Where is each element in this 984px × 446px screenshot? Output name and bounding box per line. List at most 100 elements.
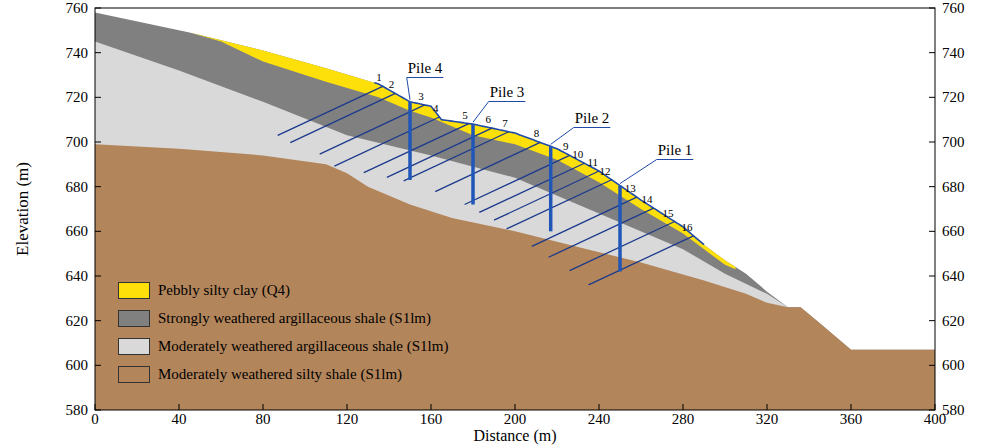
anchor-cable — [404, 132, 509, 181]
tick — [95, 365, 101, 366]
strongly-weathered-layer — [95, 12, 935, 410]
axis-tick-label: 160 — [420, 412, 443, 427]
axis-tick-label: 660 — [66, 224, 89, 239]
axis-tick-label: 640 — [66, 269, 89, 284]
tick — [431, 404, 432, 410]
legend-row: Moderately weathered argillaceous shale … — [118, 332, 448, 360]
leader-line — [407, 78, 444, 100]
axis-tick-label: 120 — [336, 412, 359, 427]
anchor-number: 6 — [485, 114, 491, 125]
slope-face-line — [374, 83, 704, 245]
tick — [95, 410, 101, 411]
axis-tick-label: 360 — [840, 412, 863, 427]
legend-row: Strongly weathered argillaceous shale (S… — [118, 304, 448, 332]
anchor-number: 14 — [642, 194, 653, 205]
anchor-cable — [334, 117, 439, 166]
anti-slide-pile — [549, 146, 553, 231]
tick — [929, 186, 935, 187]
legend-text: Moderately weathered silty shale (S1lm) — [158, 367, 402, 382]
pile-label: Pile 1 — [658, 143, 693, 158]
tick — [95, 231, 101, 232]
tick — [683, 404, 684, 410]
axis-tick-label: 620 — [942, 313, 965, 328]
axis-tick-label: 700 — [942, 135, 965, 150]
anchor-cable — [435, 142, 540, 191]
anchor-cable — [507, 180, 612, 229]
tick — [929, 320, 935, 321]
anti-slide-pile — [471, 124, 475, 204]
legend-swatch — [118, 338, 150, 355]
anchor-number: 10 — [572, 149, 583, 160]
tick — [599, 404, 600, 410]
legend-swatch — [118, 282, 150, 299]
axis-tick-label: 600 — [66, 358, 89, 373]
anchor-number: 16 — [682, 222, 693, 233]
axis-tick-label: 760 — [942, 1, 965, 16]
axis-tick-label: 700 — [66, 135, 89, 150]
axis-tick-label: 40 — [172, 412, 187, 427]
axis-title: Distance (m) — [473, 428, 556, 444]
axis-tick-label: 620 — [66, 313, 89, 328]
anchor-cable — [387, 128, 492, 177]
tick — [95, 186, 101, 187]
axis-tick-label: 760 — [66, 1, 89, 16]
anchor-number: 3 — [418, 91, 424, 102]
anchor-cable — [479, 163, 584, 212]
axis-tick-label: 740 — [942, 45, 965, 60]
anchor-number: 8 — [534, 128, 540, 139]
axis-tick-label: 280 — [672, 412, 695, 427]
axis-tick-label: 0 — [91, 412, 99, 427]
pile-label: Pile 2 — [575, 111, 610, 126]
tick — [929, 8, 935, 9]
legend-text: Moderately weathered argillaceous shale … — [158, 339, 448, 354]
anchor-number: 2 — [389, 79, 395, 90]
legend-row: Moderately weathered silty shale (S1lm) — [118, 360, 448, 388]
tick — [347, 404, 348, 410]
leader-line — [473, 102, 525, 123]
axis-tick-label: 240 — [588, 412, 611, 427]
clay-layer — [190, 33, 736, 270]
leader-line — [620, 160, 693, 184]
axis-tick-label: 660 — [942, 224, 965, 239]
anti-slide-pile — [408, 102, 412, 180]
pile-label: Pile 4 — [408, 61, 443, 76]
plot-frame — [95, 8, 935, 410]
axis-tick-label: 640 — [942, 269, 965, 284]
anchor-number: 13 — [625, 183, 636, 194]
legend-text: Pebbly silty clay (Q4) — [158, 283, 290, 298]
axis-tick-label: 680 — [66, 179, 89, 194]
anchor-cable — [465, 155, 570, 204]
tick — [95, 52, 101, 53]
silty-shale-layer — [95, 144, 935, 410]
anti-slide-pile — [618, 186, 622, 272]
axis-tick-label: 320 — [756, 412, 779, 427]
anchor-number: 4 — [433, 103, 439, 114]
legend-swatch — [118, 366, 150, 383]
tick — [929, 276, 935, 277]
axis-tick-label: 680 — [942, 179, 965, 194]
anchor-cable — [549, 208, 654, 257]
tick — [263, 404, 264, 410]
tick — [929, 365, 935, 366]
axis-tick-label: 720 — [66, 90, 89, 105]
axis-tick-label: 80 — [256, 412, 271, 427]
anchor-number: 11 — [587, 157, 598, 168]
tick — [95, 276, 101, 277]
tick — [95, 8, 101, 9]
tick — [929, 142, 935, 143]
anchor-cable — [278, 86, 383, 135]
axis-tick-label: 740 — [66, 45, 89, 60]
axis-tick-label: 200 — [504, 412, 527, 427]
axis-title: Elevation (m) — [14, 162, 31, 256]
tick — [935, 404, 936, 410]
tick — [179, 404, 180, 410]
anchor-number: 5 — [462, 110, 468, 121]
axis-tick-label: 600 — [942, 358, 965, 373]
tick — [767, 404, 768, 410]
anchor-number: 15 — [663, 208, 674, 219]
legend-text: Strongly weathered argillaceous shale (S… — [158, 311, 431, 326]
legend-swatch — [118, 310, 150, 327]
anchor-cable — [290, 93, 395, 142]
leader-line — [551, 128, 611, 145]
